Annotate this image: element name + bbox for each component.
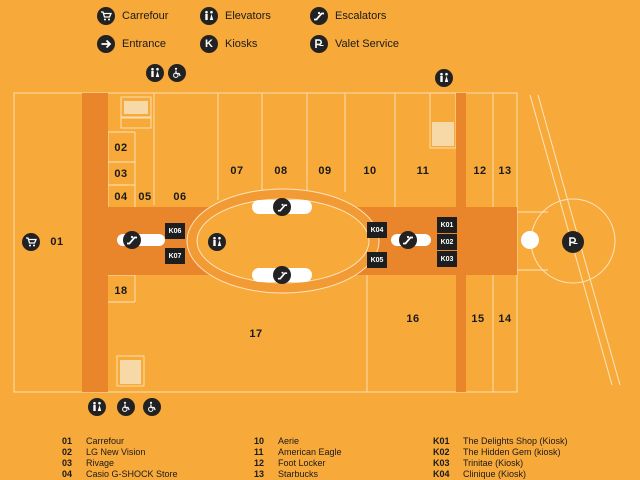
wheelchair-wc-icon [117,398,135,416]
unit-13: 13 [498,165,512,177]
wheelchair-wc-icon [143,398,161,416]
floor-plan [13,92,621,393]
legend-label: Elevators [225,10,271,22]
kiosk-k02: K02 [437,234,457,250]
entrance-arrow-icon [97,35,115,53]
unit-05: 05 [138,191,152,203]
unit-17: 17 [249,328,263,340]
escalator-icon [273,266,291,284]
unit-15: 15 [471,313,485,325]
valet-parking-icon [310,35,328,53]
kiosk-k05: K05 [367,252,387,268]
unit-16: 16 [406,313,420,325]
unit-04: 04 [114,191,128,203]
legend-label: Valet Service [335,38,399,50]
legend-elevators: Elevators [200,7,271,25]
escalator-icon [123,231,141,249]
legend-entrance: Entrance [97,35,166,53]
unit-08: 08 [274,165,288,177]
elevator-grid [120,101,454,384]
elevator-icon [146,64,164,82]
escalator-icon [273,198,291,216]
unit-06: 06 [173,191,187,203]
wheelchair-wc-icon [168,64,186,82]
legend-label: Escalators [335,10,387,22]
cart-icon [97,7,115,25]
legend-kiosks: K Kiosks [200,35,257,53]
legend-escalators: Escalators [310,7,386,25]
legend-label: Entrance [122,38,167,50]
unit-12: 12 [473,165,487,177]
kiosk-k-icon: K [200,35,218,53]
legend-label: Carrefour [122,10,169,22]
kiosk-k06: K06 [165,223,185,239]
unit-01: 01 [50,236,64,248]
carrefour-cart-icon [22,233,40,251]
kiosk-k01: K01 [437,217,457,233]
escalator-atrium-bottom [252,266,312,284]
unit-07: 07 [230,165,244,177]
store-outlines [13,92,518,393]
entrance-arrow-icon [521,231,539,249]
unit-09: 09 [318,165,332,177]
elevator-icon [200,7,218,25]
unit-18: 18 [114,285,128,297]
escalator-atrium-top [252,198,312,216]
elevator-icon [208,233,226,251]
legend-carrefour: Carrefour [97,7,168,25]
elevator-icon [435,69,453,87]
legend-valet: Valet Service [310,35,399,53]
escalator-icon [399,231,417,249]
elevator-icon [88,398,106,416]
unit-14: 14 [498,313,512,325]
legend-label: Kiosks [225,38,258,50]
kiosk-k07: K07 [165,248,185,264]
unit-03: 03 [114,168,128,180]
kiosk-k04: K04 [367,222,387,238]
unit-11: 11 [416,165,430,177]
kiosk-k03: K03 [437,251,457,267]
unit-02: 02 [114,142,128,154]
escalator-icon [310,7,328,25]
unit-10: 10 [363,165,377,177]
valet-parking-icon [562,231,584,253]
